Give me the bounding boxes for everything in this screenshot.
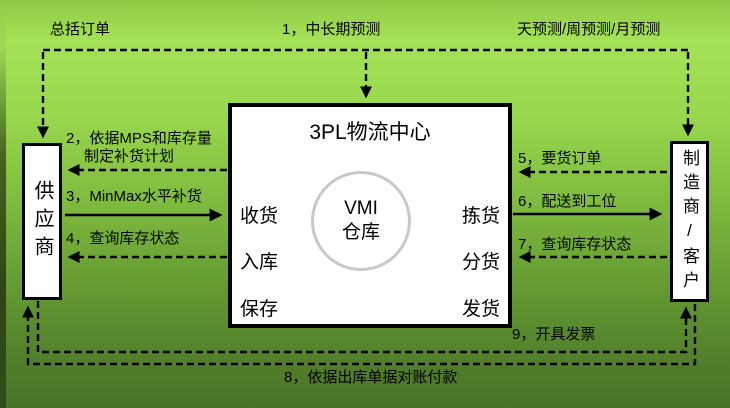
manufacturer-customer-node: 制造商/客户 [670, 141, 709, 302]
label-flow3-minmax: 3，MinMax水平补货 [66, 188, 202, 205]
op-shipping: 发货 [461, 299, 500, 320]
arrow-reconcile-payment [22, 304, 697, 366]
arrow-issue-invoice [36, 301, 692, 354]
label-flow9-invoice: 9，开具发票 [512, 326, 596, 343]
manufacturer-customer-label: 制造商/客户 [680, 148, 699, 295]
label-flow6-deliver-to-station: 6，配送到工位 [518, 193, 617, 210]
label-flow5-call-off-order: 5，要货订单 [518, 150, 602, 167]
vmi-circle-line2: 仓库 [341, 222, 380, 243]
label-mid-long-term-forecast: 1，中长期预测 [282, 21, 381, 38]
label-day-week-month-forecast: 天预测/周预测/月预测 [517, 21, 661, 38]
op-picking: 拣货 [461, 206, 500, 227]
label-flow4-query-stock: 4，查询库存状态 [66, 230, 180, 247]
label-flow2-line2: 制定补货计划 [84, 148, 175, 165]
vmi-circle-line1: VMI [344, 198, 378, 220]
supplier-label: 供应商 [31, 179, 53, 264]
op-putaway: 入库 [240, 252, 279, 273]
logistics-center-node: 3PL物流中心 VMI 仓库 收货 入库 保存 拣货 分货 发货 [228, 103, 512, 328]
label-flow2-line1: 2，依据MPS和库存量 [66, 130, 212, 147]
op-receiving: 收货 [240, 206, 279, 227]
logistics-center-title: 3PL物流中心 [309, 121, 431, 144]
label-blanket-order: 总括订单 [50, 21, 111, 38]
label-flow7-query-stock: 7，查询库存状态 [518, 236, 632, 253]
label-flow8-payment: 8，依据出库单据对账付款 [284, 369, 458, 386]
op-sorting: 分货 [461, 252, 500, 273]
left-edge-shade [0, 0, 6, 408]
op-storage: 保存 [240, 299, 279, 320]
vmi-warehouse-circle: VMI 仓库 [311, 171, 411, 271]
supplier-node: 供应商 [22, 143, 62, 300]
